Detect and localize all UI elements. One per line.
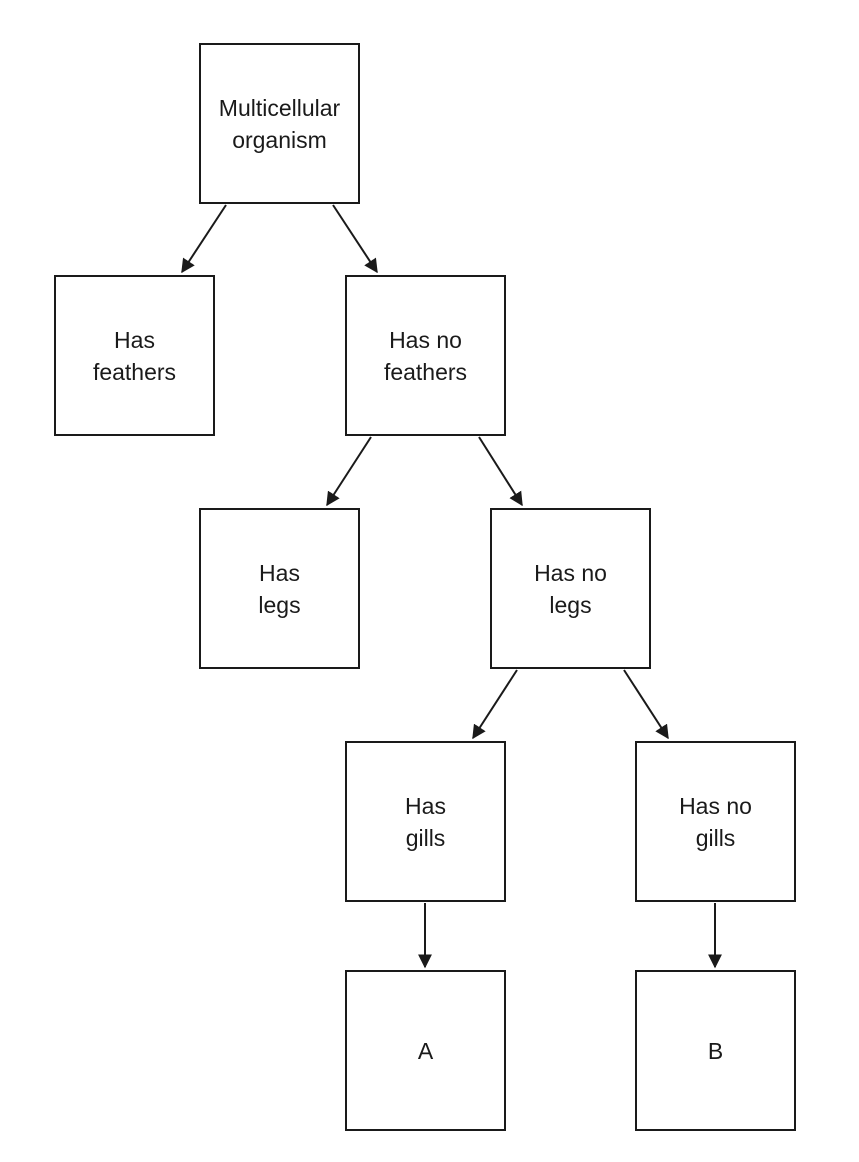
arrow-root-to-has-feathers: [181, 204, 227, 274]
node-has-feathers: Has feathers: [54, 275, 215, 436]
node-b: B: [635, 970, 796, 1131]
node-label-line2: feathers: [92, 358, 177, 385]
node-has-no-gills: Has no gills: [635, 741, 796, 902]
node-label-line1: Has no: [679, 792, 752, 819]
node-label-line2: feathers: [383, 358, 468, 385]
node-label: A: [417, 1037, 434, 1064]
arrow-no-feathers-to-has-no-legs: [478, 436, 523, 507]
node-has-gills: Has gills: [345, 741, 506, 902]
node-label-line2: gills: [695, 824, 736, 851]
arrow-no-legs-to-has-no-gills: [623, 669, 669, 740]
node-label-line1: Has: [405, 792, 446, 819]
node-label-line1: Has no: [534, 559, 607, 586]
arrow-no-legs-to-has-gills: [472, 669, 518, 740]
arrow-root-to-has-no-feathers: [332, 204, 378, 274]
node-label-line1: Has no: [389, 326, 462, 353]
arrow-no-feathers-to-has-legs: [326, 436, 372, 507]
node-label: B: [707, 1037, 724, 1064]
node-has-no-legs: Has no legs: [490, 508, 651, 669]
node-label-line2: gills: [405, 824, 446, 851]
node-a: A: [345, 970, 506, 1131]
node-multicellular-organism: Multicellular organism: [199, 43, 360, 204]
node-label-line2: organism: [232, 126, 327, 153]
node-label-line1: Has: [114, 326, 155, 353]
node-label-line1: Multicellular: [218, 94, 341, 121]
node-has-no-feathers: Has no feathers: [345, 275, 506, 436]
node-label-line1: Has: [259, 559, 300, 586]
node-label-line2: legs: [549, 591, 592, 618]
node-has-legs: Has legs: [199, 508, 360, 669]
node-label-line2: legs: [258, 591, 301, 618]
